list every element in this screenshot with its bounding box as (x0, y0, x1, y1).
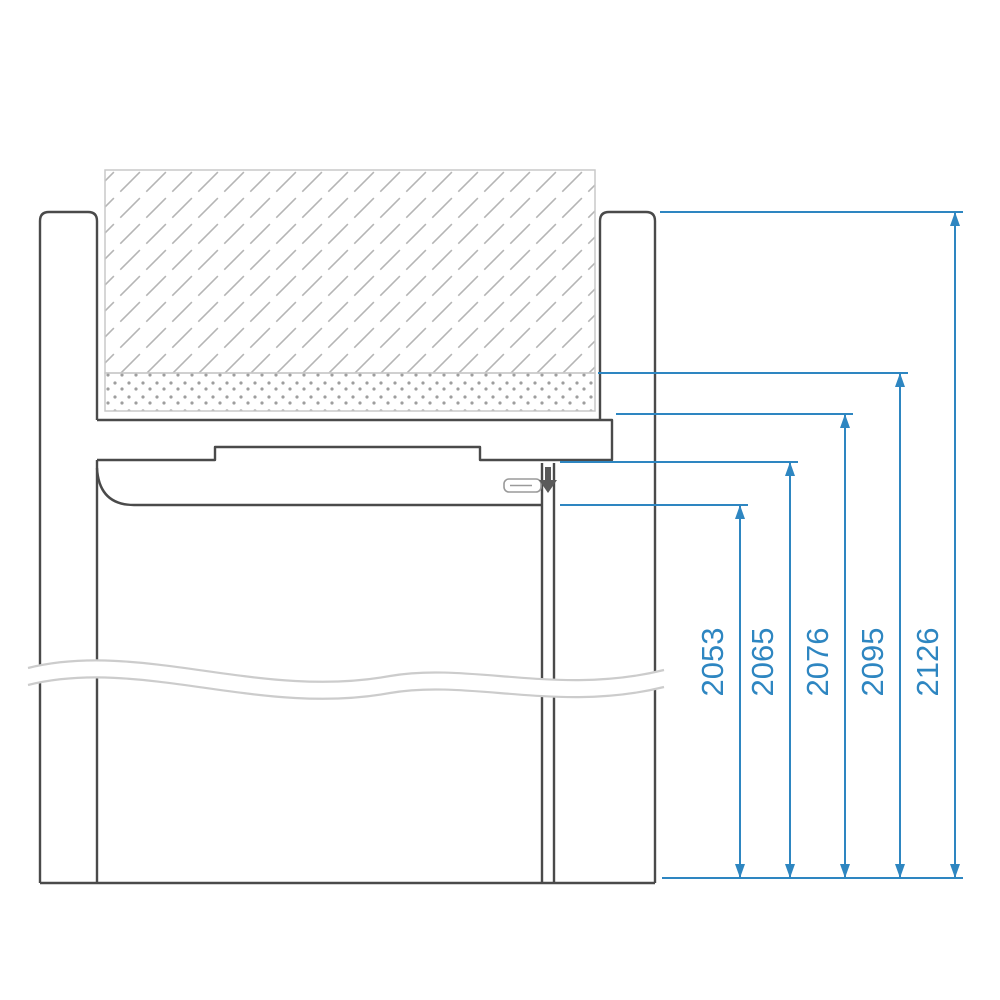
dimension-label-2076: 2076 (800, 628, 835, 697)
dimension-arrow-bottom (895, 864, 905, 878)
dimension-arrow-top (950, 212, 960, 226)
dimension-arrow-top (735, 505, 745, 519)
dimension-2053: 2053 (560, 504, 748, 878)
frame-rebate-line (95, 467, 542, 507)
frame-right-jamb (598, 210, 657, 883)
break-line (27, 659, 665, 700)
dimension-2126: 2126 (660, 211, 963, 878)
dimension-2065: 2065 (560, 461, 798, 878)
dimension-arrow-bottom (735, 864, 745, 878)
frame-head-profile (97, 418, 614, 462)
dimension-label-2065: 2065 (745, 628, 780, 697)
direction-arrow-icon (539, 467, 557, 493)
dimension-arrow-top (895, 373, 905, 387)
break-line-bottom (27, 676, 665, 700)
door-frame-profile (38, 210, 657, 885)
dimension-label-2095: 2095 (855, 628, 890, 697)
wall-assembly (104, 169, 596, 412)
dimension-arrow-bottom (840, 864, 850, 878)
dimension-label-2053: 2053 (695, 628, 730, 697)
frame-left-jamb (38, 210, 99, 883)
latch-detail (503, 467, 557, 493)
wall-hatched-section (104, 169, 596, 374)
dimension-arrow-top (785, 462, 795, 476)
dimension-arrow-top (840, 414, 850, 428)
break-line-top (27, 659, 665, 683)
mortar-dotted-band (104, 372, 596, 412)
dimension-2095: 2095 (598, 372, 908, 878)
break-mask (28, 660, 664, 699)
dimension-2076: 2076 (616, 413, 853, 878)
dimension-set: 2053 2065 2076 2095 (560, 211, 963, 879)
dimension-label-2126: 2126 (910, 628, 945, 697)
dimension-arrow-bottom (950, 864, 960, 878)
dimension-arrow-bottom (785, 864, 795, 878)
